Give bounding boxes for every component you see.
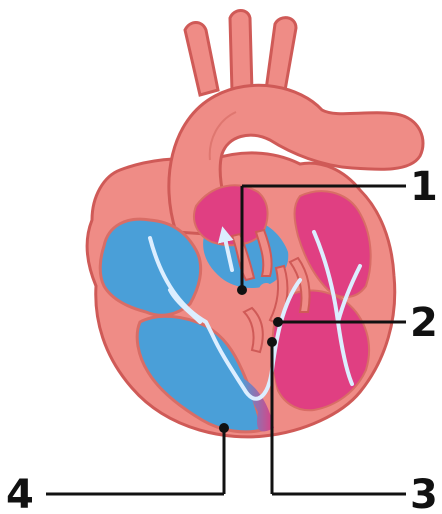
label-1: 1	[410, 164, 438, 210]
aortic-branches	[185, 11, 296, 97]
label-3: 3	[410, 472, 438, 514]
label-4: 4	[6, 472, 34, 514]
label-2: 2	[410, 300, 438, 346]
